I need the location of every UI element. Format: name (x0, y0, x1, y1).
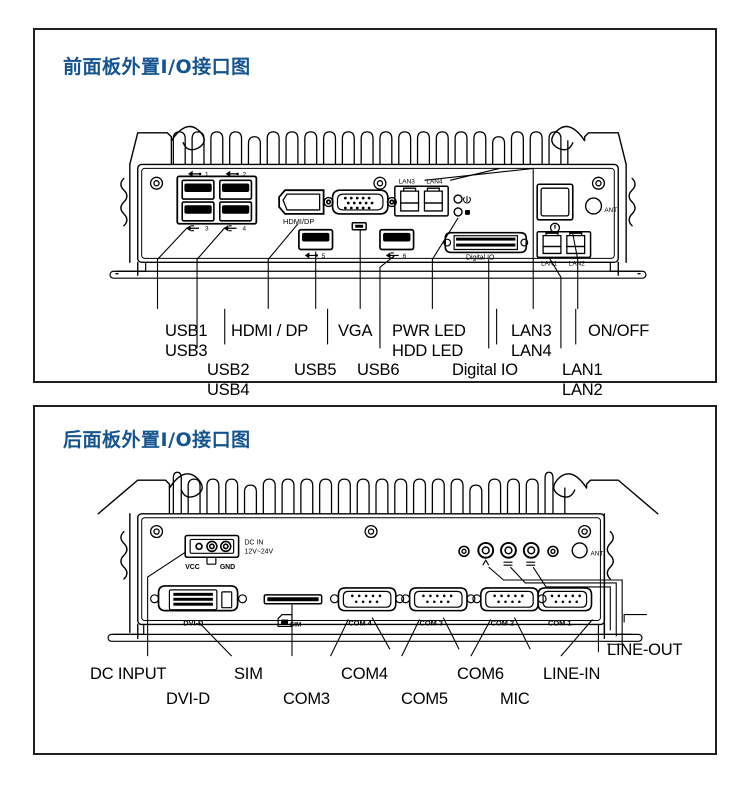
gnd-mark-text: GND (220, 564, 235, 571)
callout-line-in: LINE-IN (543, 665, 601, 683)
front-panel-drawing: 1 2 3 4 HDMI/DP (109, 125, 647, 349)
callout-sim: SIM (234, 665, 263, 683)
callout-hdd-led: HDD LED (392, 342, 464, 360)
callout-lan2: LAN2 (562, 381, 603, 399)
front-panel-title: 前面板外置I/O接口图 (63, 56, 251, 78)
callout-usb2: USB2 (207, 361, 250, 379)
rear-panel-drawing: DC IN 12V~24V VCC GND DVI-D SIM COM 4 CO… (97, 471, 659, 657)
callout-vga: VGA (338, 322, 373, 340)
usb5-mark-text: 5 (322, 253, 326, 260)
callout-com4: COM4 (341, 665, 388, 683)
usb3-mark-text: 3 (205, 226, 209, 233)
callout-lan4: LAN4 (511, 342, 552, 360)
front-panel-section: 前面板外置I/O接口图 (33, 28, 717, 399)
callout-digital-io: Digital IO (452, 361, 518, 379)
dvi-d-mark-text: DVI-D (183, 618, 204, 627)
callout-hdmi-dp: HDMI / DP (231, 322, 309, 340)
ant-mark-text: ANT (591, 550, 604, 557)
com4-mark-text: COM 4 (348, 618, 372, 627)
callout-lan3: LAN3 (511, 322, 552, 340)
digital-io-mark-text: Digital IO (466, 254, 495, 261)
usb6-mark-text: 6 (403, 253, 407, 260)
rear-panel-section: 后面板外置I/O接口图 (33, 405, 717, 755)
dc-in-mark-text: DC IN (245, 539, 264, 546)
callout-pwr-led: PWR LED (392, 322, 466, 340)
callout-usb5: USB5 (294, 361, 337, 379)
usb4-mark-text: 4 (243, 226, 247, 233)
lan1-mark-text: LAN1 (541, 260, 557, 267)
dc-voltage-mark-text: 12V~24V (245, 548, 274, 555)
sim-mark-text: SIM (290, 621, 301, 628)
com3-mark-text: COM 3 (420, 618, 443, 627)
vcc-mark-text: VCC (185, 564, 200, 571)
usb2-mark-text: 2 (243, 171, 247, 178)
hdmi-dp-mark-text: HDMI/DP (283, 217, 314, 226)
callout-dc-input: DC INPUT (90, 665, 167, 683)
callout-mic: MIC (500, 690, 530, 708)
ant-mark-text: ANT (604, 207, 617, 214)
rear-panel-title: 后面板外置I/O接口图 (63, 429, 251, 451)
callout-line-out: LINE-OUT (607, 641, 683, 659)
callout-usb3: USB3 (165, 342, 208, 360)
callout-usb4: USB4 (207, 381, 250, 399)
callout-com3: COM3 (283, 690, 330, 708)
usb1-mark-text: 1 (205, 171, 209, 178)
com1-mark-text: COM 1 (548, 618, 571, 627)
callout-com6: COM6 (457, 665, 504, 683)
lan2-mark-text: LAN2 (569, 260, 585, 267)
callout-usb1: USB1 (165, 322, 208, 340)
callout-com5: COM5 (401, 690, 448, 708)
callout-usb6: USB6 (357, 361, 400, 379)
callout-onoff: ON/OFF (588, 322, 650, 340)
callout-dvi-d: DVI-D (166, 690, 210, 708)
callout-lan1: LAN1 (562, 361, 603, 379)
lan3-mark-text: LAN3 (399, 178, 415, 185)
lan4-mark-text: LAN4 (426, 178, 442, 185)
com2-mark-text: COM 2 (491, 618, 514, 627)
